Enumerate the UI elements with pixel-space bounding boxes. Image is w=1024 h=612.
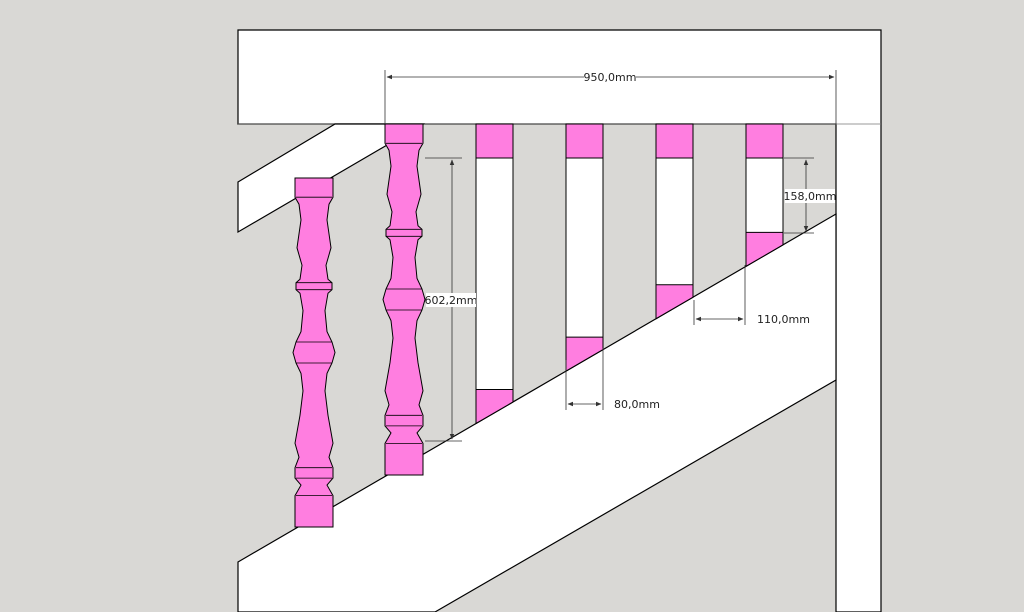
dim-total-width: 950,0mm [584, 71, 637, 84]
dim-block-height: 158,0mm [784, 190, 837, 203]
dim-baluster-height: 602,2mm [425, 294, 478, 307]
picket-2 [565, 123, 604, 372]
turned-baluster-right [382, 123, 426, 476]
turned-baluster-left [292, 177, 336, 528]
dim-baluster-width: 80,0mm [614, 398, 660, 411]
picket-4 [745, 123, 784, 268]
square-pickets [475, 123, 784, 425]
dimension-lines [384, 70, 837, 442]
picket-3 [655, 123, 694, 320]
stair-stringer [237, 212, 837, 612]
picket-1 [475, 123, 514, 425]
dim-gap-width: 110,0mm [757, 313, 810, 326]
turned-balusters [292, 123, 426, 528]
